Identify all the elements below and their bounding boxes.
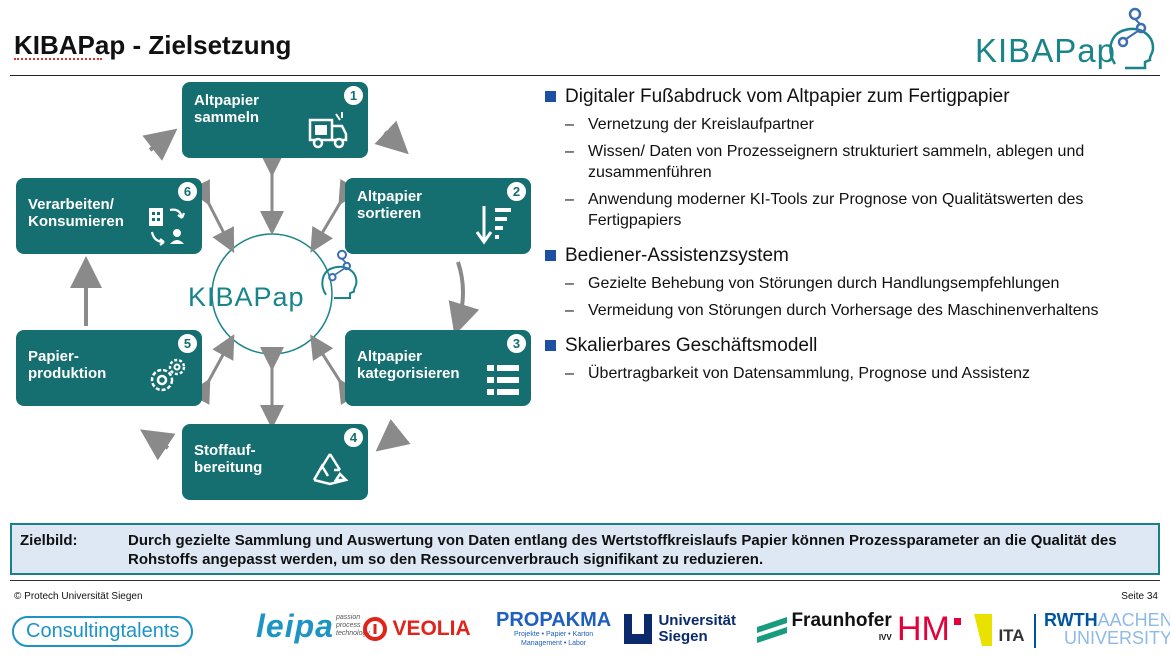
bullet-text: Vermeidung von Störungen durch Vorhersag… [588, 302, 1099, 319]
bullet-level2: –Anwendung moderner KI-Tools zur Prognos… [565, 191, 1084, 229]
bullet-text: Anwendung moderner KI-Tools zur Prognose… [588, 191, 1084, 229]
logo-text: Consultingtalents [26, 620, 180, 642]
copyright: © Protech Universität Siegen [14, 591, 143, 602]
node-label-line2: produktion [28, 365, 107, 382]
goal-text: Durch gezielte Sammlung und Auswertung v… [128, 532, 1117, 568]
bullet-level2: –Vermeidung von Störungen durch Vorhersa… [565, 302, 1099, 319]
logo-text: Siegen [658, 628, 708, 645]
kibapap-logo: KIBAPap [975, 4, 1165, 72]
logo-text: VEOLIA [392, 617, 471, 640]
logo-text: PROPAKMA [496, 609, 612, 631]
logo-tagline: IVV [878, 633, 892, 642]
node-label-line1: Altpapier [357, 348, 423, 365]
bullet-text: Vernetzung der Kreislaufpartner [588, 116, 814, 133]
step-number-badge: 1 [343, 85, 364, 106]
node-label-line1: Altpapier [194, 92, 260, 109]
rwth-divider [1034, 614, 1036, 648]
goal-box: Zielbild: Durch gezielte Sammlung und Au… [10, 523, 1160, 575]
sort-icon [475, 206, 511, 245]
step-number-badge: 6 [177, 181, 198, 202]
goal-label: Zielbild: [20, 532, 78, 549]
consultingtalents-logo: Consultingtalents [12, 616, 194, 647]
spellcheck-underline [14, 58, 102, 60]
node-label-line2: sortieren [357, 205, 422, 222]
logo-text: leipa [256, 608, 334, 644]
logo-text: ITA [998, 626, 1025, 645]
list-icon [487, 365, 519, 395]
logo-text: UNIVERSITY [1064, 628, 1170, 648]
cycle-diagram: Altpapier sammeln 1 Altpapier sortieren … [0, 80, 540, 508]
logo-text: KIBAPap [975, 32, 1116, 69]
node-label-line2: sammeln [194, 109, 260, 126]
objectives-list: Digitaler Fußabdruck vom Altpapier zum F… [545, 86, 1155, 390]
footer-divider [10, 580, 1160, 581]
logo-tagline: technology [336, 630, 370, 637]
step-number-badge: 2 [506, 181, 527, 202]
logo-tagline: passion [336, 614, 361, 621]
node-label-line2: kategorisieren [357, 365, 460, 382]
fraunhofer-stripes-icon [757, 616, 787, 643]
bullet-level2: –Übertragbarkeit von Datensammlung, Prog… [565, 365, 1031, 382]
bullet-text: Gezielte Behebung von Störungen durch Ha… [588, 275, 1060, 292]
hub-logo-text: KIBAPap [188, 282, 305, 312]
logo-tagline: process [336, 622, 361, 629]
veolia-emblem-icon [363, 617, 387, 641]
ita-wedge-icon [974, 614, 992, 646]
logo-text: Universität [658, 612, 736, 629]
step-number-badge: 5 [177, 333, 198, 354]
bullet-level2: –Gezielte Behebung von Störungen durch H… [565, 275, 1060, 292]
node-label-line1: Altpapier [357, 188, 423, 205]
logo-tagline: Management • Labor [521, 640, 587, 647]
hm-logo: HM [897, 610, 962, 649]
step-number-badge: 3 [506, 333, 527, 354]
leipa-logo: leipa passion process technology [256, 608, 370, 645]
ita-logo: ITA [972, 614, 1025, 646]
bullet-level1: Skalierbares Geschäftsmodell [545, 335, 1155, 357]
logo-text: RWTH [1044, 610, 1098, 630]
logo-text: Fraunhofer [791, 610, 892, 631]
cycle-node-papierproduktion: Papier- produktion 5 [16, 330, 202, 406]
logo-text: AACHEN [1097, 610, 1170, 630]
bullet-level1: Bediener-Assistenzsystem [545, 245, 1155, 267]
node-label-line1: Papier- [28, 348, 79, 365]
rwth-logo: RWTHAACHEN UNIVERSITY [1044, 610, 1170, 648]
uni-siegen-logo: Universität Siegen [622, 612, 736, 646]
node-label-line2: Konsumieren [28, 213, 124, 230]
node-label-line2: bereitung [194, 459, 263, 476]
fraunhofer-logo: Fraunhofer IVV [757, 611, 892, 645]
robot-head-icon [1109, 7, 1155, 70]
header-divider [10, 75, 1160, 76]
hm-square-icon [954, 618, 962, 625]
logo-tagline: Projekte • Papier • Karton [513, 631, 594, 638]
cycle-node-stoffaufbereitung: Stoffauf- bereitung 4 [182, 424, 368, 500]
node-label-line1: Verarbeiten/ [28, 196, 114, 213]
veolia-logo: VEOLIA [362, 616, 471, 642]
garbage-truck-icon [308, 112, 348, 149]
partner-logos: Consultingtalents leipa passion process … [0, 606, 1170, 656]
gears-icon [150, 358, 186, 392]
diagram-arrows [70, 120, 480, 461]
step-number-badge: 4 [343, 427, 364, 448]
robot-head-icon [321, 249, 358, 299]
propakma-logo: PROPAKMA Projekte • Papier • Karton Mana… [496, 610, 611, 648]
uni-siegen-emblem-icon [624, 614, 652, 644]
page-title: KIBAPap - Zielsetzung [14, 30, 292, 60]
bullet-level2: –Vernetzung der Kreislaufpartner [565, 116, 814, 133]
bullet-level1: Digitaler Fußabdruck vom Altpapier zum F… [545, 86, 1155, 108]
logo-text: HM [897, 610, 950, 648]
consumer-icon [149, 208, 186, 246]
node-label-line1: Stoffauf- [194, 442, 256, 459]
recycle-icon [312, 453, 349, 486]
cycle-node-kategorisieren: Altpapier kategorisieren 3 [345, 330, 531, 406]
cycle-node-sortieren: Altpapier sortieren 2 [345, 178, 531, 254]
bullet-text: Übertragbarkeit von Datensammlung, Progn… [588, 365, 1031, 382]
cycle-node-verarbeiten: Verarbeiten/ Konsumieren 6 [16, 178, 202, 254]
bullet-level2: –Wissen/ Daten von Prozesseignern strukt… [565, 143, 1085, 181]
bullet-text: Wissen/ Daten von Prozesseignern struktu… [588, 143, 1085, 181]
cycle-node-sammeln: Altpapier sammeln 1 [182, 82, 368, 158]
page-number: Seite 34 [1121, 591, 1158, 602]
